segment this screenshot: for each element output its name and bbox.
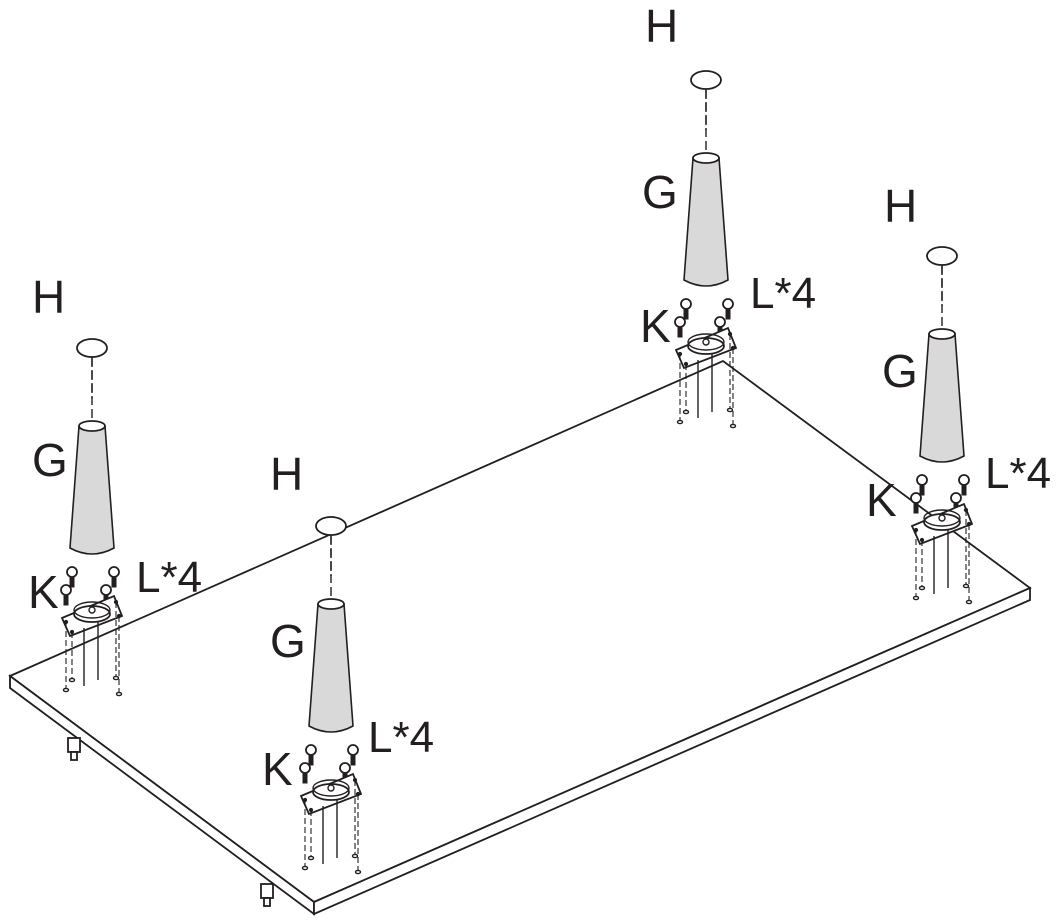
label-plate-front: K (262, 743, 293, 795)
label-screws-back: L*4 (750, 269, 816, 318)
label-cap-back: H (645, 0, 678, 52)
label-leg-right: G (882, 345, 918, 397)
label-leg-back: G (642, 166, 678, 218)
label-plate-back: K (640, 300, 671, 352)
label-leg-front: G (270, 615, 306, 667)
under-leg-left (67, 737, 81, 761)
label-plate-right: K (866, 474, 897, 526)
label-plate-left: K (28, 566, 59, 618)
label-cap-left: H (32, 271, 65, 323)
table-side-edge (313, 586, 1031, 916)
label-cap-front: H (270, 448, 303, 500)
table-top (8, 359, 1032, 916)
label-cap-right: H (884, 180, 917, 232)
label-leg-left: G (32, 434, 68, 486)
label-screws-front: L*4 (368, 713, 434, 762)
label-screws-right: L*4 (985, 449, 1051, 498)
under-leg-front (260, 883, 274, 907)
label-screws-left: L*4 (136, 553, 202, 602)
